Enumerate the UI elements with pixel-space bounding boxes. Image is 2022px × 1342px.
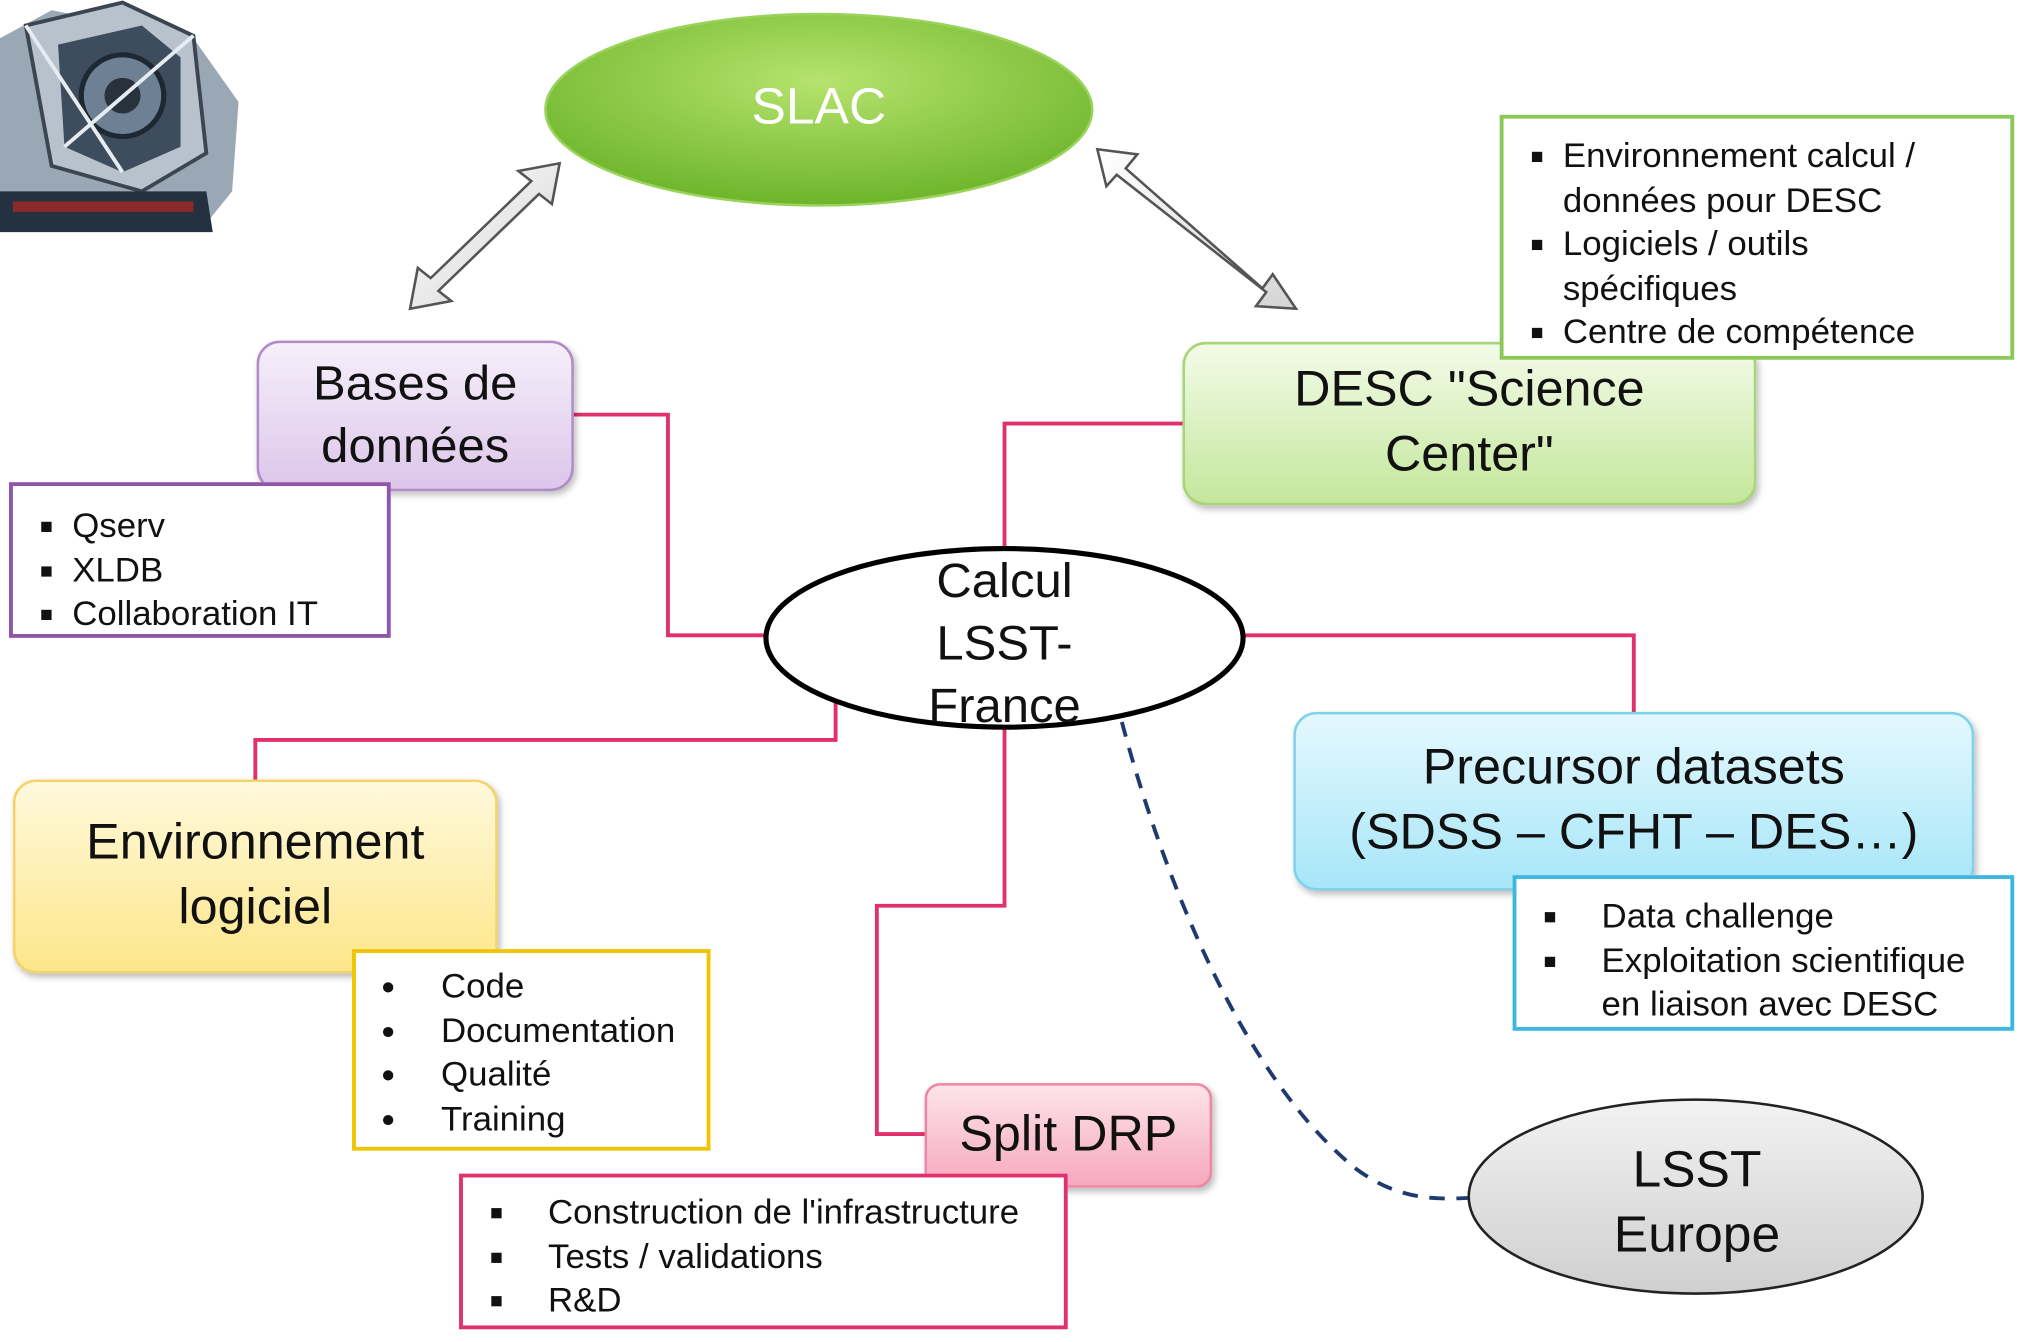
desc-science-center-node: DESC "Science Center" (1182, 341, 1757, 506)
lsst-europe-label: LSST Europe (1470, 1138, 1924, 1268)
europe-line-2: Europe (1613, 1206, 1781, 1263)
connector-env (253, 701, 838, 781)
slac-label: SLAC (751, 79, 887, 136)
list-item: XLDB (18, 548, 382, 592)
bases-line-1: Bases de (313, 356, 518, 411)
list-item: Centre de compétence (1509, 310, 2005, 354)
telescope-icon (0, 0, 239, 233)
list-item: Qserv (18, 504, 382, 548)
list-item: Environnement calcul / données pour DESC (1509, 134, 2005, 222)
list-item: Code (361, 964, 701, 1008)
calcul-line-1: Calcul (936, 554, 1073, 609)
environnement-logiciel-node: Environnement logiciel (12, 779, 498, 974)
precursor-line-1: Precursor datasets (1422, 740, 1845, 796)
list-item: R&D (468, 1278, 1059, 1322)
calcul-line-3: France (928, 679, 1081, 734)
split-label: Split DRP (959, 1106, 1178, 1162)
double-arrow-left-icon (408, 161, 562, 311)
calcul-lsst-france-node (763, 545, 1246, 730)
connector-bases (572, 412, 766, 638)
europe-line-1: LSST (1632, 1141, 1762, 1198)
precursor-datasets-node: Precursor datasets (SDSS – CFHT – DES…) (1293, 711, 1975, 891)
desc-line-1: DESC "Science (1294, 362, 1645, 418)
connector-split (874, 725, 1007, 1137)
precursor-line-2: (SDSS – CFHT – DES…) (1349, 804, 1919, 860)
lsst-europe-node (1467, 1098, 1924, 1295)
list-item: Data challenge (1522, 894, 2006, 938)
slac-node (544, 12, 1094, 207)
split-detail-box: Construction de l'infrastructure Tests /… (459, 1173, 1068, 1330)
environnement-detail-box: Code Documentation Qualité Training (352, 949, 711, 1151)
calcul-lsst-france-label: Calcul LSST- France (825, 551, 1183, 739)
list-item: Logiciels / outils spécifiques (1509, 222, 2005, 310)
list-item: Tests / validations (468, 1234, 1059, 1278)
bases-line-2: données (321, 419, 510, 474)
list-item: Training (361, 1096, 701, 1140)
list-item: Exploitation scientifique en liaison ave… (1522, 938, 2006, 1026)
connector-precursor (1243, 633, 1636, 714)
bases-de-donnees-node: Bases de données (256, 340, 574, 492)
list-item: Collaboration IT (18, 592, 382, 636)
desc-line-2: Center" (1384, 427, 1554, 483)
split-drp-node: Split DRP (924, 1083, 1213, 1188)
connector-europe-dashed (1119, 721, 1471, 1201)
list-item: Documentation (361, 1008, 701, 1052)
connector-desc (1002, 421, 1183, 552)
calcul-line-2: LSST- (936, 617, 1073, 672)
env-line-2: logiciel (178, 880, 333, 936)
env-line-1: Environnement (86, 815, 425, 871)
list-item: Qualité (361, 1052, 701, 1096)
desc-detail-box: Environnement calcul / données pour DESC… (1499, 114, 2015, 360)
precursor-detail-box: Data challenge Exploitation scientifique… (1512, 875, 2015, 1031)
double-arrow-right-icon (1095, 147, 1299, 311)
bases-detail-box: Qserv XLDB Collaboration IT (9, 482, 391, 638)
list-item: Construction de l'infrastructure (468, 1190, 1059, 1234)
